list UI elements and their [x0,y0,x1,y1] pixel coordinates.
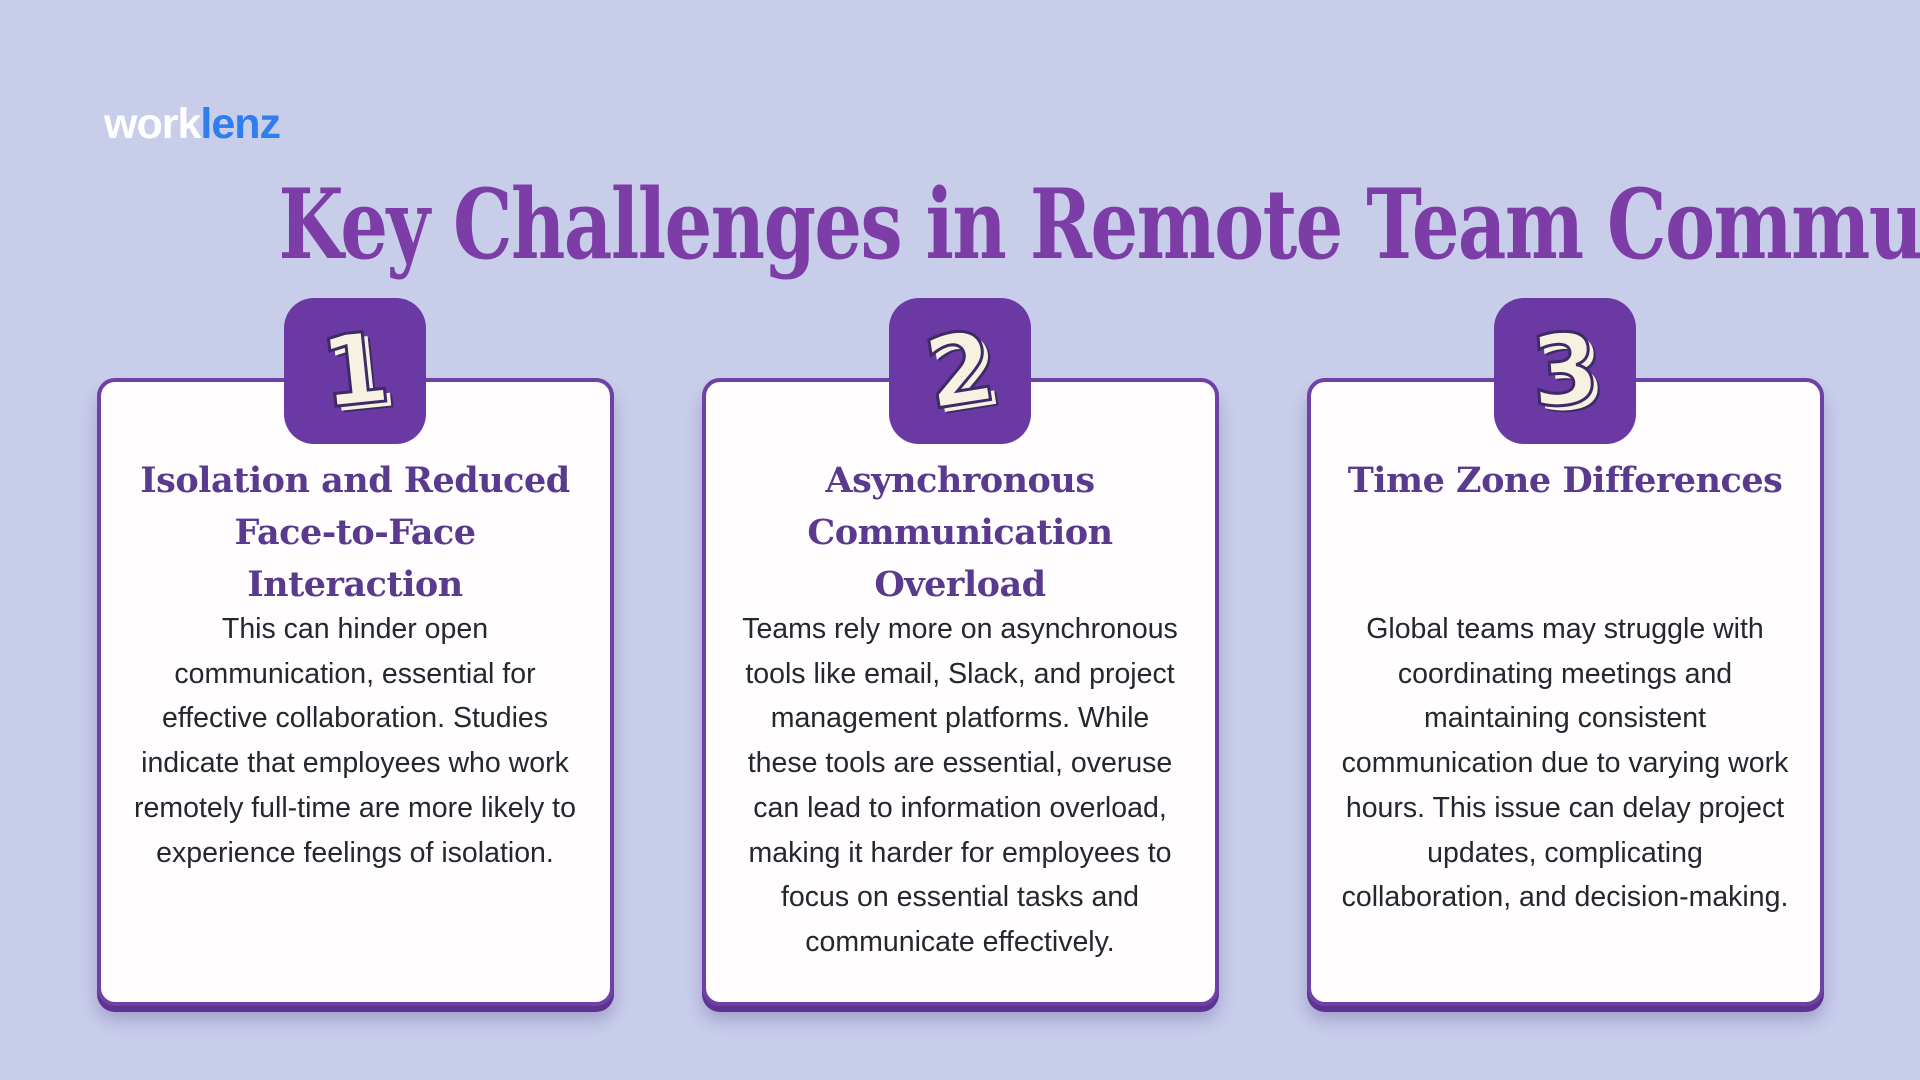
badge-number-text: 3 [1525,310,1604,431]
worklenz-logo: worklenz [104,100,281,149]
card-heading: Isolation and Reduced Face-to-Face Inter… [140,460,570,605]
card-heading: Time Zone Differences [1347,460,1783,501]
card-body-text: This can hinder open communication, esse… [134,613,576,869]
challenge-card-2: 2 Asynchronous Communication Overload Te… [701,298,1219,1006]
card-body-text: Teams rely more on asynchronous tools li… [742,613,1178,959]
page-title-text: Key Challenges in Remote Team Communicat… [278,168,1920,281]
challenge-card-1: 1 Isolation and Reduced Face-to-Face Int… [96,298,614,1006]
logo-text-work: work [104,100,201,148]
badge-number-text: 1 [314,309,397,433]
card-body-text: Global teams may struggle with coordinat… [1341,613,1789,914]
challenge-cards-row: 1 Isolation and Reduced Face-to-Face Int… [0,298,1920,1006]
challenge-card-3: 3 Time Zone Differences Global teams may… [1306,298,1824,1006]
badge-number-text: 2 [916,308,1004,434]
logo-text-lenz: lenz [200,100,281,148]
card-heading: Asynchronous Communication Overload [807,460,1113,605]
number-badge-1: 1 [284,298,426,444]
number-badge-3: 3 [1494,298,1636,444]
number-badge-2: 2 [889,298,1031,444]
page-title: Key Challenges in Remote Team Communicat… [0,168,1920,281]
